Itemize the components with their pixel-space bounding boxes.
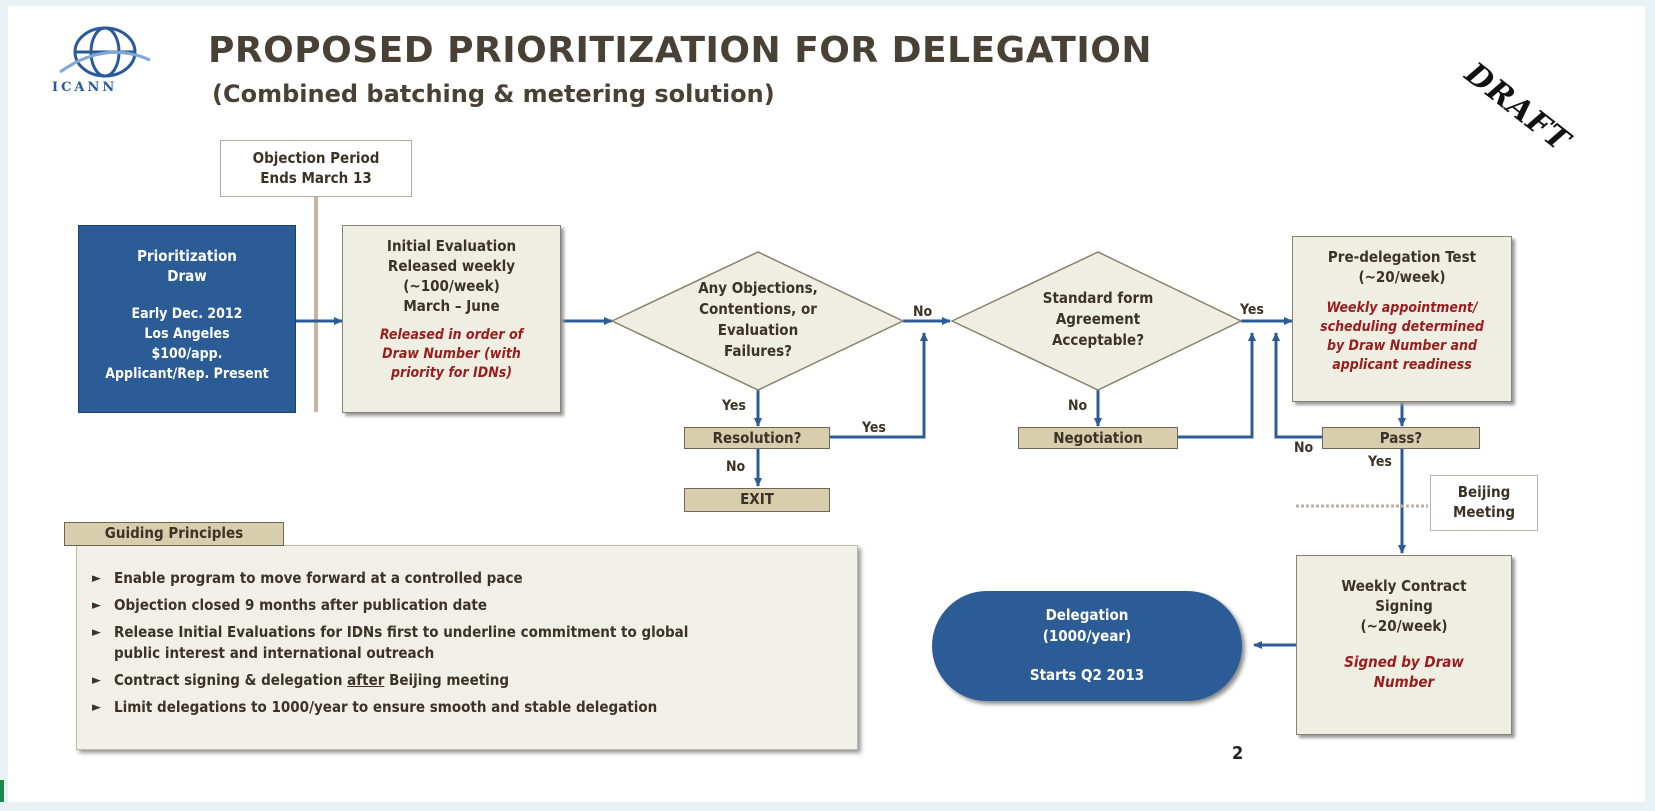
arrow-pass-no xyxy=(1272,332,1322,439)
icann-globe-icon xyxy=(59,26,151,78)
principle-item: Contract signing & delegation after Beij… xyxy=(92,670,862,691)
label-yes-objections: Yes xyxy=(722,398,746,414)
arrow-negotiation-back xyxy=(1178,332,1256,439)
weekly-contract-box: Weekly Contract Signing (~20/week) Signe… xyxy=(1296,555,1512,735)
exit-box: EXIT xyxy=(684,488,830,512)
page-subtitle: (Combined batching & metering solution) xyxy=(212,80,775,108)
resolution-box: Resolution? xyxy=(684,427,830,449)
principle-item: Limit delegations to 1000/year to ensure… xyxy=(92,697,862,718)
negotiation-box: Negotiation xyxy=(1018,427,1178,449)
agreement-decision-text: Standard form Agreement Acceptable? xyxy=(1042,289,1154,349)
page-title: PROPOSED PRIORITIZATION FOR DELEGATION xyxy=(208,30,1152,71)
objection-period-box: Objection Period Ends March 13 xyxy=(220,140,412,197)
arrow-resolution-yes xyxy=(830,332,928,439)
objections-decision-text: Any Objections, Contentions, or Evaluati… xyxy=(698,279,818,360)
label-no-resolution: No xyxy=(726,459,746,475)
label-yes-resolution: Yes xyxy=(862,420,886,436)
initial-evaluation-box: Initial Evaluation Released weekly (~100… xyxy=(342,225,561,413)
label-yes-pass: Yes xyxy=(1368,454,1392,470)
label-no-objections: No xyxy=(913,304,933,320)
corner-mark xyxy=(0,780,4,802)
guiding-principles-title: Guiding Principles xyxy=(64,522,284,546)
prioritization-draw-box: Prioritization Draw Early Dec. 2012 Los … xyxy=(78,225,296,413)
agreement-diamond xyxy=(950,251,1243,391)
label-yes-agreement: Yes xyxy=(1240,302,1264,318)
label-no-agreement: No xyxy=(1068,398,1088,414)
icann-logo-text: ICANN xyxy=(52,80,118,95)
guiding-principles-list: Enable program to move forward at a cont… xyxy=(92,568,862,724)
principle-item: Enable program to move forward at a cont… xyxy=(92,568,862,589)
predelegation-test-box: Pre-delegation Test (~20/week) Weekly ap… xyxy=(1292,236,1512,402)
pass-box: Pass? xyxy=(1322,427,1480,449)
label-no-pass: No xyxy=(1294,440,1314,456)
beijing-meeting-box: Beijing Meeting xyxy=(1430,475,1538,531)
principle-item: Release Initial Evaluations for IDNs fir… xyxy=(92,622,862,664)
delegation-terminal: Delegation (1000/year) Starts Q2 2013 xyxy=(932,591,1242,701)
principle-item: Objection closed 9 months after publicat… xyxy=(92,595,862,616)
objections-diamond xyxy=(610,251,905,391)
page-number: 2 xyxy=(1232,743,1244,764)
